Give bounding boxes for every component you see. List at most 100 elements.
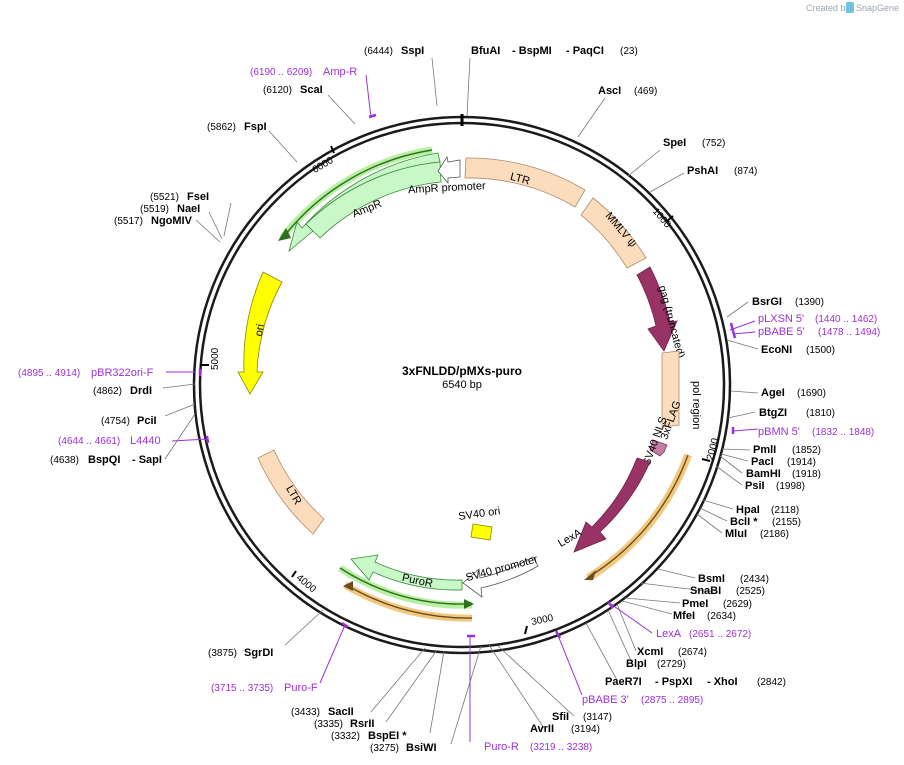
pbabe3-label[interactable]: pBABE 3' bbox=[582, 694, 629, 706]
pbabe5-label[interactable]: pBABE 5' bbox=[758, 326, 805, 338]
sfii-label[interactable]: SfiI bbox=[552, 711, 569, 723]
ampr-primer-pos: (6190 .. 6209) bbox=[250, 67, 312, 78]
sv40-ori-feature[interactable] bbox=[470, 523, 493, 541]
asci-pos: (469) bbox=[634, 86, 657, 97]
bsiwi-label[interactable]: BsiWI bbox=[406, 742, 437, 754]
asci-label[interactable]: AscI bbox=[598, 85, 621, 97]
pspxi-label[interactable]: - PspXI bbox=[655, 676, 692, 688]
sspi-label[interactable]: SspI bbox=[401, 45, 424, 57]
mfei-label[interactable]: MfeI bbox=[673, 610, 695, 622]
ampr-highlight-arrow bbox=[278, 228, 291, 241]
bcli-pos: (2155) bbox=[772, 517, 801, 528]
l4440-label[interactable]: L4440 bbox=[130, 435, 161, 447]
lexa-primer-label[interactable]: LexA bbox=[656, 628, 682, 640]
credit-prefix: Created by bbox=[806, 3, 851, 13]
hpai-label[interactable]: HpaI bbox=[736, 504, 760, 516]
bsmi-label[interactable]: BsmI bbox=[698, 573, 725, 585]
paer7i-label[interactable]: PaeR7I bbox=[605, 676, 642, 688]
fspi-pos: (5862) bbox=[207, 122, 236, 133]
pbmn-label[interactable]: pBMN 5' bbox=[758, 426, 800, 438]
paqci-label[interactable]: - PaqCI bbox=[566, 45, 604, 57]
rsrii-label[interactable]: RsrII bbox=[350, 718, 374, 730]
spei-label[interactable]: SpeI bbox=[663, 137, 686, 149]
puror-label: PuroR bbox=[401, 572, 434, 590]
hpai-pos: (2118) bbox=[771, 505, 799, 516]
l4440-pos: (4644 .. 4661) bbox=[58, 436, 120, 447]
mlui-label[interactable]: MluI bbox=[725, 528, 747, 540]
ltr-top-feature[interactable] bbox=[464, 157, 586, 208]
pshai-pos: (874) bbox=[734, 166, 757, 177]
bspqi-label[interactable]: BspQI bbox=[88, 454, 120, 466]
scai-label[interactable]: ScaI bbox=[300, 84, 323, 96]
xhoi-label[interactable]: - XhoI bbox=[707, 676, 738, 688]
psii-pos: (1998) bbox=[776, 481, 805, 492]
drdi-pos: (4862) bbox=[93, 386, 122, 397]
pol-region-feature[interactable] bbox=[661, 350, 680, 428]
blpi-label[interactable]: BlpI bbox=[626, 658, 647, 670]
snapgene-logo-icon bbox=[846, 2, 854, 13]
plxsn-label[interactable]: pLXSN 5' bbox=[758, 313, 804, 325]
pcii-label[interactable]: PciI bbox=[137, 415, 157, 427]
puror-primer-label[interactable]: Puro-R bbox=[484, 741, 519, 753]
btgzi-pos: (1810) bbox=[806, 408, 835, 419]
sv40-nls-feature[interactable] bbox=[649, 439, 668, 457]
pbr322-label[interactable]: pBR322ori-F bbox=[91, 367, 154, 379]
sacii-pos: (3433) bbox=[291, 707, 320, 718]
bamhi-pos: (1918) bbox=[792, 469, 821, 480]
avrii-pos: (3194) bbox=[571, 724, 600, 735]
sapi-label[interactable]: - SapI bbox=[132, 454, 162, 466]
sacii-label[interactable]: SacII bbox=[328, 706, 354, 718]
pol-region-label: pol region bbox=[690, 381, 702, 429]
psii-label[interactable]: PsiI bbox=[745, 480, 765, 492]
pshai-label[interactable]: PshAI bbox=[687, 165, 718, 177]
paci-label[interactable]: PacI bbox=[751, 456, 774, 468]
puror-feature[interactable] bbox=[350, 554, 463, 591]
econi-label[interactable]: EcoNI bbox=[761, 344, 792, 356]
ori-feature[interactable] bbox=[237, 271, 283, 395]
bcli-label[interactable]: BclI * bbox=[730, 516, 758, 528]
naei-label[interactable]: NaeI bbox=[177, 203, 200, 215]
agei-label[interactable]: AgeI bbox=[761, 387, 785, 399]
sspi-pos: (6444) bbox=[364, 46, 393, 57]
sgrdi-label[interactable]: SgrDI bbox=[244, 647, 273, 659]
xcmi-label[interactable]: XcmI bbox=[637, 646, 663, 658]
paer7i-pos: (2842) bbox=[757, 677, 786, 688]
ltr-left-feature[interactable] bbox=[257, 449, 325, 535]
ampr-primer-label[interactable]: Amp-R bbox=[323, 66, 357, 78]
ori-label: ori bbox=[253, 323, 267, 337]
ngomiv-label[interactable]: NgoMIV bbox=[151, 215, 193, 227]
fspi-label[interactable]: FspI bbox=[244, 121, 267, 133]
snabi-label[interactable]: SnaBI bbox=[690, 585, 721, 597]
pbabe3-pos: (2875 .. 2895) bbox=[641, 695, 703, 706]
tick-4000-mark bbox=[291, 570, 297, 578]
rsrii-pos: (3335) bbox=[314, 719, 343, 730]
ampr-promoter-feature[interactable] bbox=[437, 155, 461, 185]
avrii-label[interactable]: AvrII bbox=[530, 723, 554, 735]
bamhi-label[interactable]: BamHI bbox=[746, 468, 781, 480]
btgzi-label[interactable]: BtgZI bbox=[759, 407, 787, 419]
pmei-label[interactable]: PmeI bbox=[682, 598, 708, 610]
credit-brand: SnapGene bbox=[856, 3, 899, 13]
bsmi-pos: (2434) bbox=[740, 574, 769, 585]
mmlv-psi-feature[interactable] bbox=[580, 197, 647, 269]
snabi-pos: (2525) bbox=[736, 586, 765, 597]
bspei-label[interactable]: BspEI * bbox=[368, 730, 407, 742]
pbabe5-pos: (1478 .. 1494) bbox=[818, 327, 880, 338]
bfuai-label[interactable]: BfuAI bbox=[471, 45, 500, 57]
pmli-label[interactable]: PmlI bbox=[753, 444, 776, 456]
ampr-promoter-label: AmpR promoter bbox=[408, 180, 486, 196]
tick-5000: 5000 bbox=[210, 347, 221, 370]
sv40-promoter-feature[interactable] bbox=[462, 556, 539, 598]
plasmid-size: 6540 bp bbox=[442, 379, 482, 391]
dna-binding-feature[interactable] bbox=[573, 457, 651, 553]
gag-feature[interactable] bbox=[636, 266, 678, 352]
bsrgi-label[interactable]: BsrGI bbox=[752, 296, 782, 308]
bspmi-label[interactable]: - BspMI bbox=[512, 45, 552, 57]
fsei-pos: (5521) bbox=[150, 192, 179, 203]
purof-primer-label[interactable]: Puro-F bbox=[284, 682, 318, 694]
fsei-label[interactable]: FseI bbox=[187, 191, 209, 203]
drdi-label[interactable]: DrdI bbox=[130, 385, 152, 397]
sfii-pos: (3147) bbox=[583, 712, 612, 723]
